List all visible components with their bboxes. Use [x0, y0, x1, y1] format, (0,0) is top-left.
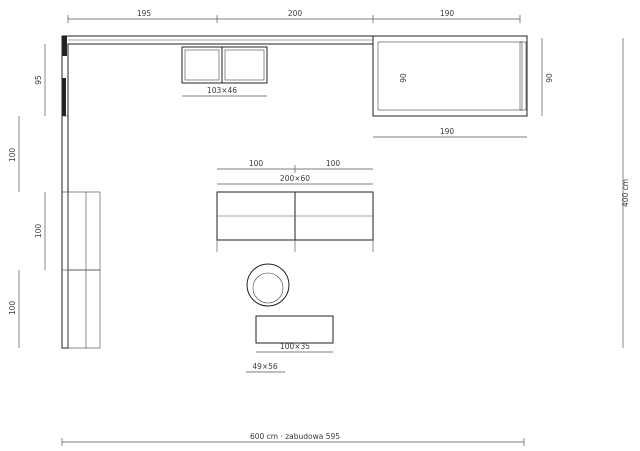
cabinet-door-left-glass: [184, 49, 220, 81]
top-dim-label-2: 200: [288, 9, 303, 18]
sofa-total-label: 200×60: [280, 174, 310, 183]
right-cabinet-outer: [372, 35, 528, 117]
cabinet-door-right: [221, 46, 268, 84]
left-dim-label-2: 100: [8, 148, 17, 163]
coffee-table: 100×35: [255, 315, 334, 353]
top-dim-label-3: 190: [440, 9, 455, 18]
right-cabinet-inner-label: 90: [399, 73, 408, 83]
left-seat-block-lower: [67, 269, 101, 349]
right-cabinet-side-panel: [519, 41, 527, 111]
wall-unit-dark-end: [62, 36, 67, 56]
wall-unit-dark-segment: [62, 78, 66, 116]
right-total-label: 400 cm: [621, 179, 630, 207]
left-seating-blocks: [67, 191, 101, 349]
coffee-table-label: 100×35: [280, 342, 310, 351]
left-dim-label-3: 100: [34, 224, 43, 239]
armchair: [246, 263, 290, 307]
sofa-half-label-right: 100: [326, 159, 341, 168]
top-dim-label-1: 195: [137, 9, 152, 18]
sofa-half-label-left: 100: [249, 159, 264, 168]
right-corner-cabinet: 90 190: [372, 35, 528, 138]
sofa: 100 100 200×60: [216, 159, 374, 252]
armchair-seat: [252, 272, 284, 304]
left-dim-label-4: 100: [8, 301, 17, 316]
left-seat-block-upper: [67, 191, 101, 271]
bottom-total-dimension: 600 cm · zabudowa 595: [61, 432, 525, 446]
armchair-outer: [246, 263, 290, 307]
wall-cabinet-label: 103×46: [207, 86, 237, 95]
chair-dimension: 49×56: [246, 362, 285, 373]
top-dimension-group: 195 200 190: [67, 9, 521, 23]
right-cabinet-outer-label: 90: [545, 73, 554, 83]
wall-cabinet: 103×46: [181, 46, 268, 97]
bottom-total-label: 600 cm · zabudowa 595: [250, 432, 340, 441]
chair-label: 49×56: [252, 362, 278, 371]
right-cabinet-inner: [377, 41, 523, 111]
right-cabinet-bottom-label: 190: [440, 127, 455, 136]
cabinet-door-right-glass: [224, 49, 265, 81]
coffee-table-top: [255, 315, 334, 344]
cabinet-door-left: [181, 46, 223, 84]
left-dim-label-1: 95: [34, 75, 43, 85]
left-dimension-group: 95 100 100 100: [8, 44, 46, 348]
right-dimension-group: 400 cm 90: [541, 38, 630, 348]
